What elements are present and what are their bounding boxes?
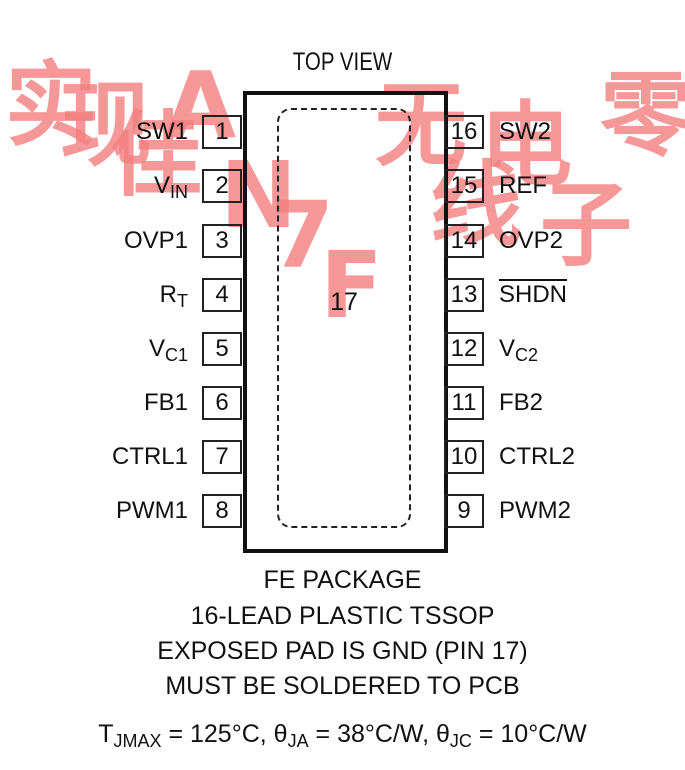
tj-sub: JMAX (113, 731, 162, 751)
ja-value: = 38°C/W, (308, 720, 436, 748)
pin-name: FB2 (499, 389, 544, 416)
jc-sub: JC (449, 731, 472, 751)
tj-value: = 125°C, (161, 720, 274, 748)
ja-sub: JA (287, 731, 309, 751)
pin-name: CTRL2 (499, 443, 576, 470)
package-type: 16-LEAD PLASTIC TSSOP (190, 602, 495, 630)
pin-name-subscript: T (177, 291, 188, 311)
pin-name: SW1 (135, 118, 188, 145)
watermark-glyph: 7 (270, 182, 335, 289)
tj-symbol: T (98, 720, 114, 748)
pin-name-subscript: C2 (515, 345, 539, 365)
pin-label-right: SHDN (499, 278, 567, 312)
pin-number: 10 (444, 440, 484, 474)
pin-number: 1 (202, 115, 242, 149)
thermal-spec: TJMAX = 125°C, θJA = 38°C/W, θJC = 10°C/… (0, 720, 685, 751)
pin-label-right: FB2 (499, 386, 543, 420)
watermark-glyph: 零 (600, 62, 685, 169)
pin-number: 4 (202, 278, 242, 312)
pin-name: OVP2 (499, 227, 564, 254)
jc-value: = 10°C/W (471, 720, 587, 748)
pin-label-right: PWM2 (499, 494, 571, 528)
pin-name: FB1 (143, 389, 188, 416)
pin-name: PWM1 (116, 497, 188, 524)
solder-note: MUST BE SOLDERED TO PCB (165, 672, 520, 700)
watermark-glyph: 实 (5, 52, 98, 159)
watermark-glyph: 子 (540, 172, 633, 279)
package-outline (243, 91, 448, 553)
pin-number: 3 (202, 224, 242, 258)
pin-number: 9 (444, 494, 484, 528)
pin-label-right: CTRL2 (499, 440, 575, 474)
pin-label-right: SW2 (499, 115, 551, 149)
pin-label-left: OVP1 (124, 224, 188, 258)
pin-name: SW2 (499, 118, 552, 145)
pin-label-left: FB1 (144, 386, 188, 420)
jc-symbol: θ (435, 720, 450, 748)
package-name: FE PACKAGE (263, 566, 422, 594)
pin-name: V (148, 335, 165, 362)
pin-label-left: SW1 (136, 115, 188, 149)
pin-name: OVP1 (123, 227, 188, 254)
pin-label-right: VC2 (499, 332, 538, 366)
exposed-pad-note: EXPOSED PAD IS GND (PIN 17) (157, 637, 528, 665)
pin-number: 8 (202, 494, 242, 528)
pin-number: 6 (202, 386, 242, 420)
pin-number: 16 (444, 115, 484, 149)
pin-label-right: REF (499, 169, 547, 203)
pin-number: 5 (202, 332, 242, 366)
pin-label-left: RT (160, 278, 188, 312)
pin-label-left: VIN (154, 169, 188, 203)
watermark-glyph: A (165, 52, 237, 159)
watermark-glyph: 佳 (110, 102, 203, 209)
pin-number: 15 (444, 169, 484, 203)
pin-name: REF (499, 172, 547, 199)
pin-number: 7 (202, 440, 242, 474)
watermark-glyph: N (220, 142, 297, 249)
pin-label-right: OVP2 (499, 224, 563, 258)
pin-name: PWM2 (499, 497, 571, 524)
pin-name: V (153, 172, 170, 199)
exposed-pad-number: 17 (330, 288, 358, 316)
pin-name-subscript: IN (170, 182, 188, 202)
pin-name: R (159, 281, 177, 308)
pin-name: SHDN (499, 281, 568, 308)
pin-name-subscript: C1 (164, 345, 188, 365)
pin-name: CTRL1 (111, 443, 188, 470)
watermark-glyph: 电 (480, 92, 573, 199)
pin-number: 13 (444, 278, 484, 312)
pin-number: 12 (444, 332, 484, 366)
pin-label-left: PWM1 (116, 494, 188, 528)
ja-symbol: θ (273, 720, 288, 748)
pin-number: 2 (202, 169, 242, 203)
pin-label-left: CTRL1 (112, 440, 188, 474)
pin-number: 11 (444, 386, 484, 420)
watermark-glyph: 现 (60, 72, 153, 179)
pin-number: 14 (444, 224, 484, 258)
watermark-glyph: F (320, 232, 383, 339)
top-view-title: TOP VIEW (292, 48, 393, 76)
pin-name: V (499, 335, 516, 362)
pin-label-left: VC1 (149, 332, 188, 366)
exposed-pad (277, 108, 411, 528)
